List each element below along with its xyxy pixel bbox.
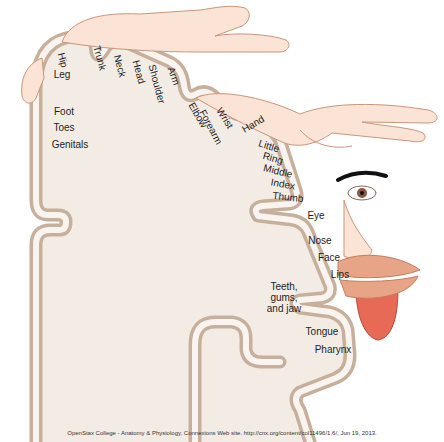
region-label: Pharynx (315, 344, 352, 355)
face-figure (338, 173, 420, 340)
source-caption: OpenStax College - Anatomy & Physiology,… (67, 430, 377, 436)
hand-figure (196, 94, 437, 148)
thumb-shape (300, 130, 352, 147)
cortex-fill (36, 34, 350, 442)
region-label: Teeth, gums, and jaw (261, 281, 307, 314)
nose-shape (344, 200, 372, 259)
region-label: Tongue (306, 326, 339, 337)
region-label: Eye (307, 210, 324, 221)
eyebrow (338, 173, 386, 180)
region-label: Leg (54, 69, 71, 80)
cortex-band (36, 34, 350, 442)
hand-shape (196, 94, 437, 146)
region-label: Toes (53, 122, 74, 133)
region-label: Face (318, 252, 340, 263)
cortex-inner (36, 34, 350, 442)
region-label: Lips (331, 269, 349, 280)
foot-shape (22, 58, 44, 103)
eye-iris (357, 188, 367, 198)
eye-pupil (360, 191, 364, 195)
region-label: Nose (308, 235, 331, 246)
region-label: Foot (54, 106, 74, 117)
temporal-fold-edge (195, 322, 280, 442)
region-label: Genitals (52, 139, 89, 150)
temporal-fold-inner (195, 322, 280, 442)
cortex-edge (36, 34, 350, 442)
lower-lip (340, 276, 418, 298)
eye-white (348, 186, 376, 200)
upper-lip (338, 255, 420, 277)
